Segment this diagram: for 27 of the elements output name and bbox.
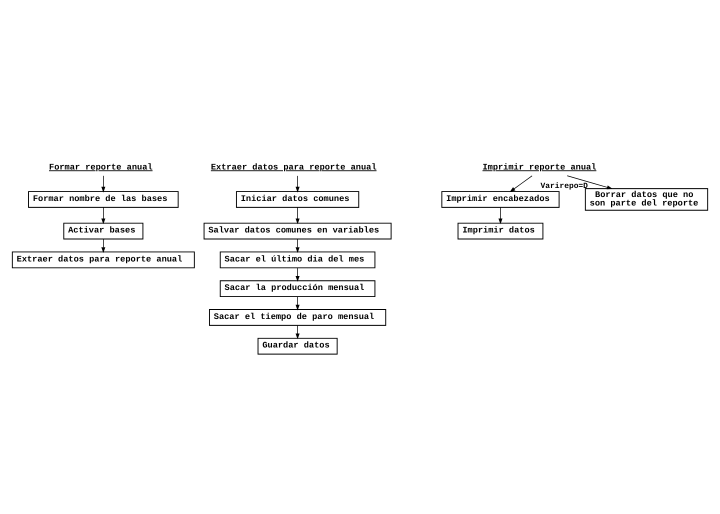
arrow: [296, 238, 300, 253]
arrow: [498, 207, 502, 224]
arrow: [296, 268, 300, 282]
edge-label: Varirepo=D: [540, 182, 588, 191]
arrow: [296, 296, 300, 311]
node-text: Imprimir reporte anual: [482, 162, 596, 172]
node-box: Borrar datos que no son parte del reporte: [584, 188, 708, 211]
arrow: [566, 175, 613, 190]
node-box: Sacar el tiempo de paro mensual: [209, 309, 386, 326]
arrow: [101, 207, 106, 224]
node-text: Formar reporte anual: [49, 162, 153, 172]
node-box: Iniciar datos comunes: [236, 191, 360, 208]
node-box: Activar bases: [63, 222, 144, 240]
node-box: Extraer datos para reporte anual: [12, 252, 195, 268]
node-box: Guardar datos: [258, 338, 338, 355]
node-box: Imprimir encabezados: [441, 191, 560, 208]
node-box: Salvar datos comunes en variables: [204, 222, 392, 240]
node-box: Formar nombre de las bases: [28, 191, 179, 208]
arrow: [296, 207, 300, 224]
arrow: [296, 175, 300, 193]
node-box: Sacar la producción mensual: [220, 280, 376, 298]
arrow: [510, 175, 532, 192]
node-box: Imprimir datos: [458, 222, 544, 240]
arrow: [101, 175, 106, 193]
node-text: Extraer datos para reporte anual: [210, 162, 377, 172]
arrow: [296, 325, 300, 340]
node-box: Sacar el último dia del mes: [220, 252, 376, 268]
